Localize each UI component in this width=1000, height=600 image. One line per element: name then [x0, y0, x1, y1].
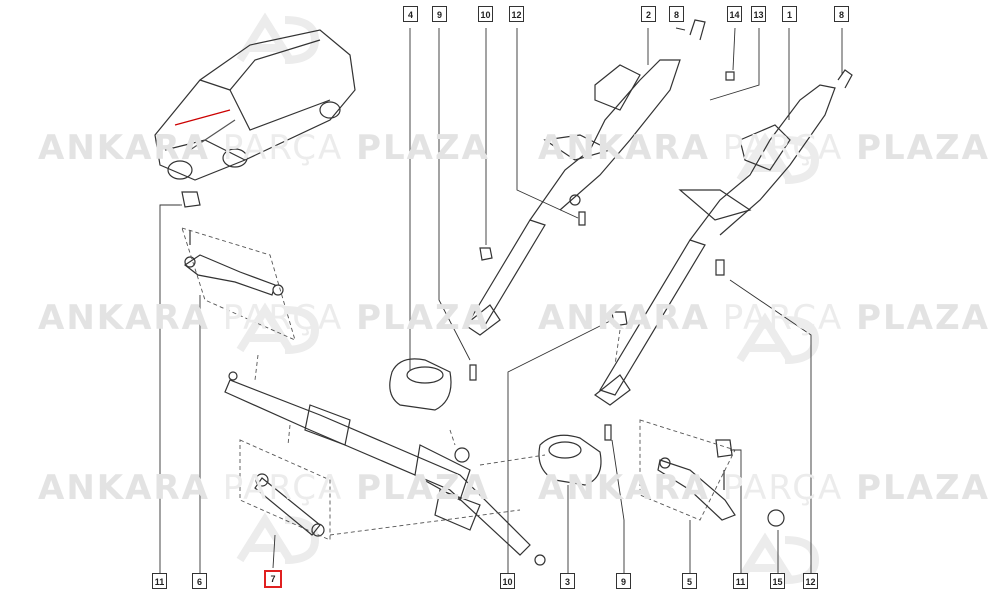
watermark-row-2-left: ANKARA PARÇA PLAZA: [38, 298, 490, 338]
callout-bottom-7-highlighted[interactable]: 7: [264, 570, 282, 588]
callout-top-1[interactable]: 1: [782, 6, 797, 22]
callout-bottom-5[interactable]: 5: [682, 573, 697, 589]
callout-bottom-3[interactable]: 3: [560, 573, 575, 589]
steering-column-left: [463, 19, 706, 336]
callout-top-9[interactable]: 9: [432, 6, 447, 22]
callout-top-10[interactable]: 10: [478, 6, 493, 22]
steering-column-right: [593, 69, 853, 406]
car-illustration: [154, 29, 356, 181]
callout-top-12[interactable]: 12: [509, 6, 524, 22]
bellows-covers: [389, 358, 602, 486]
callout-leaders: [159, 27, 843, 575]
callout-top-8a[interactable]: 8: [669, 6, 684, 22]
callout-top-4[interactable]: 4: [403, 6, 418, 22]
watermark-row-3-left: ANKARA PARÇA PLAZA: [38, 468, 490, 508]
callout-bottom-6[interactable]: 6: [192, 573, 207, 589]
callout-bottom-11a[interactable]: 11: [152, 573, 167, 589]
dashed-leaders: [165, 204, 736, 541]
callout-bottom-9[interactable]: 9: [616, 573, 631, 589]
callout-bottom-10[interactable]: 10: [500, 573, 515, 589]
callout-bottom-12[interactable]: 12: [803, 573, 818, 589]
logo-watermarks: [236, 12, 820, 584]
steering-rack: [224, 371, 546, 566]
watermark-row-2-right: ANKARA PARÇA PLAZA: [538, 298, 990, 338]
watermark-row-1-left: ANKARA PARÇA PLAZA: [38, 128, 490, 168]
callout-top-13[interactable]: 13: [751, 6, 766, 22]
callout-bottom-15[interactable]: 15: [770, 573, 785, 589]
callout-bottom-11b[interactable]: 11: [733, 573, 748, 589]
callout-top-14[interactable]: 14: [727, 6, 742, 22]
callout-top-2[interactable]: 2: [641, 6, 656, 22]
callout-top-8b[interactable]: 8: [834, 6, 849, 22]
watermark-row-1-right: ANKARA PARÇA PLAZA: [538, 128, 990, 168]
watermark-row-3-right: ANKARA PARÇA PLAZA: [538, 468, 990, 508]
